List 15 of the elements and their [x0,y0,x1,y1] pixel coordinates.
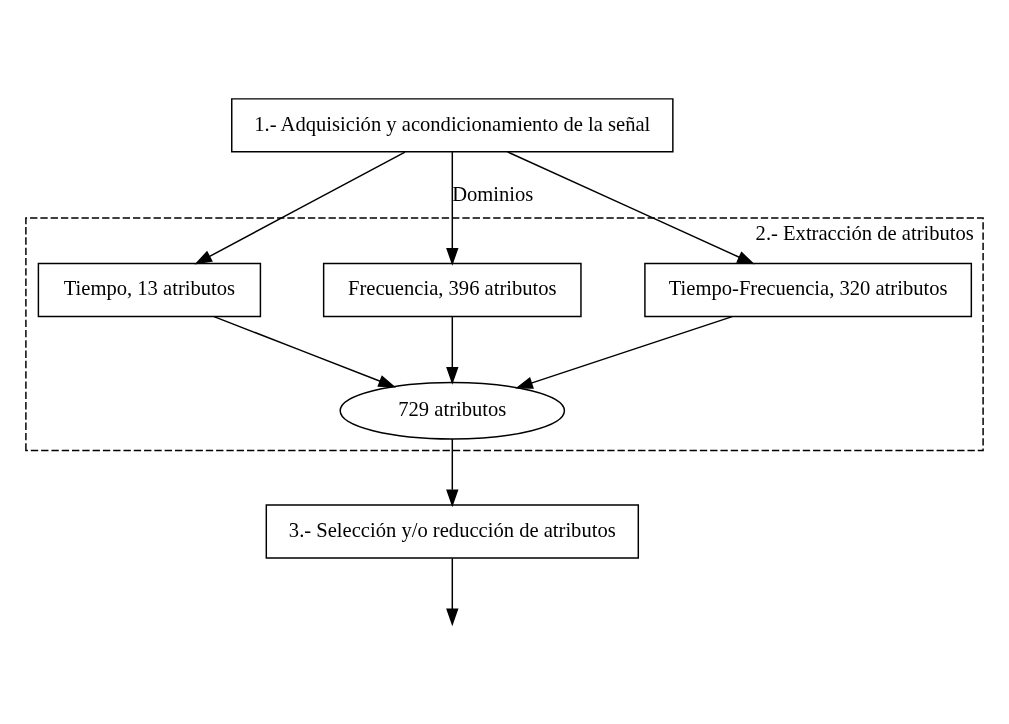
arrow [506,151,755,265]
arrow [446,316,459,385]
node-ellipse: 729 atributos [339,381,566,440]
arrow [446,151,459,266]
node-box: Frecuencia, 396 atributos [322,262,582,318]
node-box: 1.- Adquisición y acondicionamiento de la señal [231,98,674,153]
node-box: 3.- Selección y/o reducción de atributos [265,504,640,559]
node-box: Tiempo-Frecuencia, 320 atributos [644,262,973,318]
node-box: Tiempo, 13 atributos [37,262,262,318]
arrow [213,315,396,388]
arrow [446,438,459,508]
edge-label: Dominios [452,182,534,205]
arrow [515,315,733,389]
arrow [194,151,406,265]
arrow [446,557,459,627]
